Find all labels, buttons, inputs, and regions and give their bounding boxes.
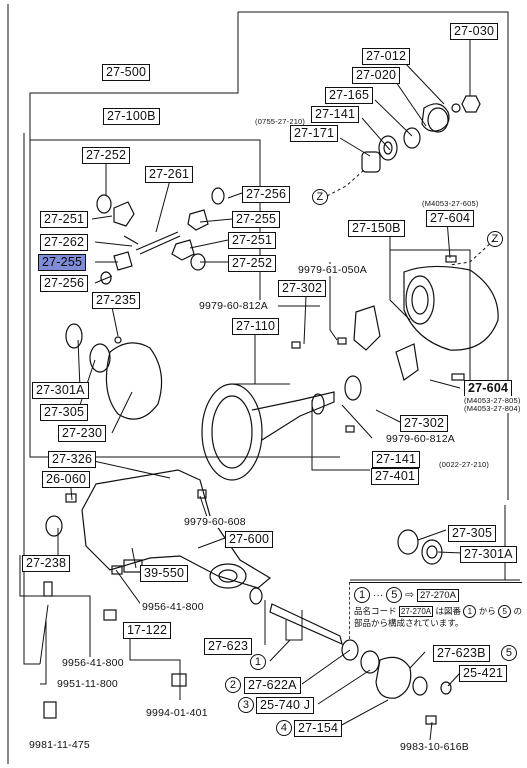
note-circle-to: 5 [386,587,403,603]
callout-27-141-mid: 27-141 [372,451,421,468]
callout-27-110: 27-110 [232,318,280,335]
callout-9951-11-800: 9951-11-800 [55,678,120,690]
ref-0755-27-210: (0755-27-210) [253,117,308,126]
callout-circle-2: 2 [225,677,241,693]
note-circle-from: 1 [354,587,370,603]
callout-27-030: 27-030 [450,23,499,40]
note-dots: ··· [372,589,384,601]
ref-0022-27-210: (0022-27-210) [437,460,492,469]
callout-9979-61-050a: 9979-61-050A [296,264,369,276]
callout-25-421: 25-421 [459,665,508,682]
callout-27-600: 27-600 [225,531,274,548]
frame-main [29,12,340,458]
z-marker-left: Z [312,189,328,205]
callout-9979-60-812a-bottom: 9979-60-812A [384,433,457,445]
callout-circle-3: 3 [238,697,254,713]
callout-27-301a-right: 27-301A [460,546,517,563]
callout-27-141-top: 27-141 [311,106,360,123]
callout-25-740j: 25-740 J [256,697,315,714]
callout-27-623b: 27-623B [433,645,490,662]
callout-27-401: 27-401 [371,468,420,485]
callout-27-305-right: 27-305 [448,525,497,542]
callout-27-012: 27-012 [362,48,411,65]
callout-27-251-a: 27-251 [40,211,89,228]
callout-27-255-a: 27-255 [232,211,281,228]
callout-9956-41-800-b: 9956-41-800 [60,657,126,669]
callout-27-301a-left: 27-301A [32,382,89,399]
callout-9981-11-475: 9981-11-475 [27,739,92,751]
callout-27-256-a: 27-256 [242,186,291,203]
callout-27-238: 27-238 [22,555,71,572]
note-arrow: ⇨ [405,589,415,601]
callout-27-255-highlighted: 27-255 [38,254,87,271]
note-jp-circle-from: 1 [463,605,477,618]
callout-9956-41-800-a: 9956-41-800 [140,601,206,613]
callout-27-165: 27-165 [325,87,374,104]
callout-27-622a: 27-622A [244,677,301,694]
callout-27-604-bold: 27-604 [464,380,513,397]
ref-m4053-27-805: (M4053-27-805) [462,396,523,405]
callout-27-604-top: 27-604 [426,210,475,227]
frame-top-right [238,11,509,500]
callout-27-252-b: 27-252 [228,255,277,272]
callout-9983-10-616b: 9983-10-616B [398,741,471,753]
note-jp-mid: は図番 [435,606,462,616]
note-jp-suffix: 部品から構成されています。 [354,618,464,628]
callout-circle-1: 1 [250,654,266,670]
kit-composition-note: 1 ··· 5 ⇨ 27-270A 品名コード 27-270A は図番 1 から… [349,582,522,639]
callout-27-302-bottom: 27-302 [400,415,449,432]
callout-27-150b: 27-150B [348,220,405,237]
callout-27-171: 27-171 [290,125,339,142]
callout-39-550: 39-550 [140,565,189,582]
z-marker-right: Z [487,231,503,247]
callout-27-305-left: 27-305 [40,404,89,421]
callout-27-326: 27-326 [48,451,97,468]
note-jp-prefix: 品名コード [354,606,397,616]
callout-27-235: 27-235 [92,292,141,309]
note-jp-kara: から [478,606,496,616]
callout-circle-5: 5 [501,645,517,661]
callout-27-230: 27-230 [58,425,107,442]
note-jp-no: の [513,606,523,616]
note-jp-circle-to: 5 [498,605,512,618]
callout-17-122: 17-122 [123,622,172,639]
callout-27-302-top: 27-302 [278,280,327,297]
callout-27-154: 27-154 [294,720,343,737]
callout-27-262: 27-262 [40,234,89,251]
callout-27-100b: 27-100B [103,108,160,125]
callout-27-623: 27-623 [204,638,253,655]
callout-27-251-b: 27-251 [228,232,277,249]
kit-range-line: 1 ··· 5 ⇨ 27-270A [354,587,459,603]
callout-27-261: 27-261 [145,166,194,183]
callout-9979-60-812a-top: 9979-60-812A [197,300,270,312]
callout-9979-60-608: 9979-60-608 [182,516,248,528]
callout-circle-4: 4 [276,720,292,736]
ref-m4053-27-804: (M4053-27-804) [462,404,523,413]
note-jp-code: 27-270A [398,606,434,617]
callout-27-020: 27-020 [352,67,401,84]
ref-m4053-27-605: (M4053-27-605) [420,199,481,208]
callout-26-060: 26-060 [42,471,91,488]
note-kit-code: 27-270A [417,589,459,602]
callout-27-256-b: 27-256 [40,275,89,292]
callout-27-500: 27-500 [102,64,151,81]
callout-27-252-a: 27-252 [82,147,131,164]
kit-description-line: 品名コード 27-270A は図番 1 から 5 の 部品から構成されています。 [354,605,522,629]
callout-9994-01-401: 9994-01-401 [144,707,210,719]
